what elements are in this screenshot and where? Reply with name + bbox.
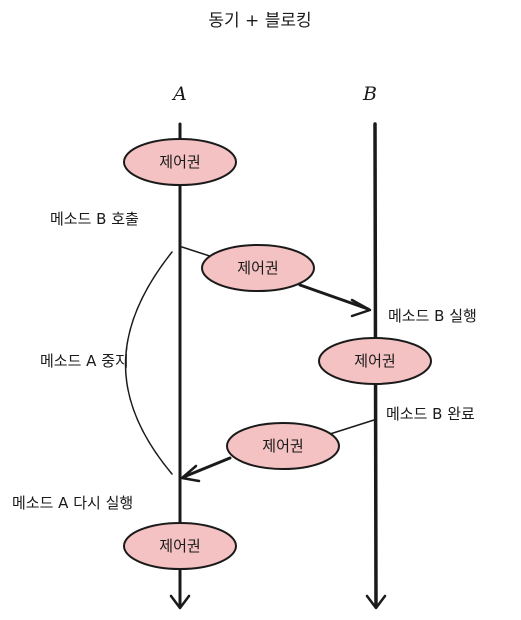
token-label: 제어권 (262, 437, 303, 455)
token-a-start: 제어권 (123, 138, 237, 186)
lifeline-b-arrowhead (365, 594, 387, 610)
token-oval (123, 522, 237, 570)
return-connector-line (329, 419, 375, 435)
token-oval (318, 337, 432, 385)
blocking-curve (124, 251, 173, 475)
token-oval (226, 422, 340, 470)
token-a-resume: 제어권 (123, 522, 237, 570)
lane-b-label: B (362, 83, 377, 105)
token-label: 제어권 (354, 352, 395, 370)
note-done-b: 메소드 B 완료 (386, 405, 475, 423)
token-label: 제어권 (159, 153, 200, 171)
token-b: 제어권 (318, 337, 432, 385)
note-resume-a: 메소드 A 다시 실행 (12, 494, 133, 512)
return-arrow-line (184, 456, 232, 478)
token-oval (123, 138, 237, 186)
token-label: 제어권 (159, 537, 200, 555)
note-pause-a: 메소드 A 중지 (40, 352, 129, 370)
token-transfer-to-a: 제어권 (226, 422, 340, 470)
token-oval (201, 244, 315, 292)
call-arrowhead (350, 298, 372, 318)
token-transfer-to-b: 제어권 (201, 244, 315, 292)
return-arrowhead (180, 464, 201, 483)
note-call-b: 메소드 B 호출 (50, 210, 139, 228)
call-arrow-line (298, 283, 370, 311)
lifeline-a-arrowhead (169, 594, 191, 610)
token-label: 제어권 (237, 259, 278, 277)
note-run-b: 메소드 B 실행 (388, 307, 477, 325)
lane-a-label: A (171, 83, 187, 105)
diagram-title: 동기 + 블로킹 (208, 11, 311, 31)
